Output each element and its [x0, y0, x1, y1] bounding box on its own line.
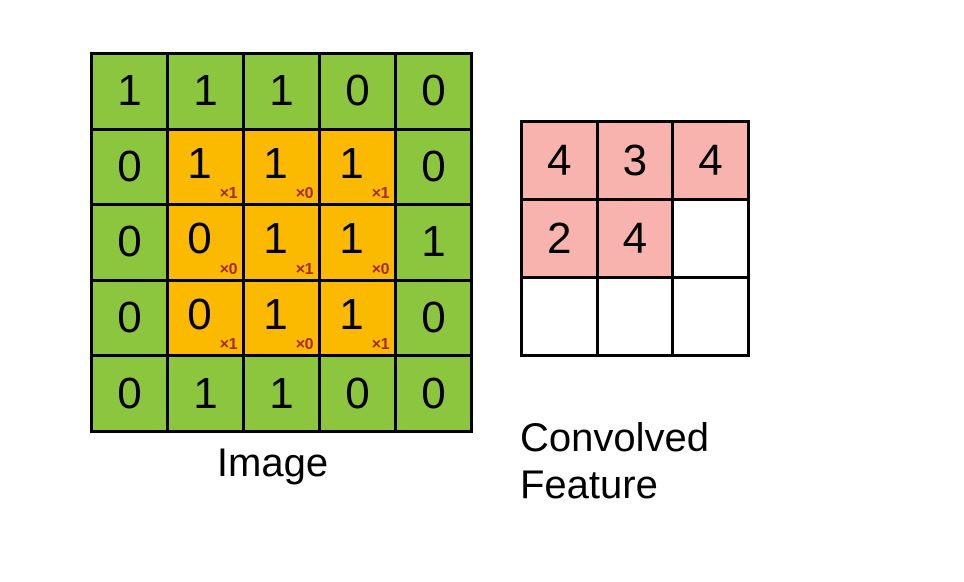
cell-value: 0: [187, 290, 212, 340]
image-cell-kernel: 0 ×1: [166, 278, 245, 358]
cell-value: 0: [345, 368, 370, 418]
cell-value: 0: [421, 293, 446, 343]
feature-value: 4: [622, 213, 648, 263]
kernel-multiplier: ×1: [295, 260, 314, 278]
feature-cell-filled: 3: [595, 120, 675, 201]
cell-value: 0: [187, 214, 212, 264]
cell-value: 1: [263, 138, 288, 188]
image-cell: 0: [90, 203, 169, 282]
cell-value: 1: [339, 290, 364, 340]
image-cell: 1: [166, 52, 245, 131]
feature-matrix-row: [520, 276, 750, 357]
feature-value: 2: [547, 213, 572, 263]
cell-value: 1: [421, 217, 446, 267]
feature-cell-empty: [520, 276, 599, 357]
cell-value: 1: [339, 214, 364, 264]
cell-value: 1: [187, 138, 212, 188]
feature-cell-empty: [595, 276, 675, 357]
cell-value: 1: [339, 138, 364, 188]
kernel-multiplier: ×1: [219, 336, 238, 354]
kernel-multiplier: ×1: [371, 336, 390, 354]
cell-value: 0: [421, 368, 446, 418]
feature-cell-filled: 4: [671, 120, 750, 201]
image-cell: 1: [90, 52, 169, 131]
cell-value: 0: [117, 368, 142, 418]
feature-value: 4: [698, 135, 723, 185]
cell-value: 1: [193, 368, 218, 418]
image-cell: 0: [394, 127, 473, 207]
kernel-multiplier: ×1: [371, 185, 390, 203]
kernel-multiplier: ×0: [295, 185, 314, 203]
image-caption: Image: [216, 441, 329, 485]
kernel-multiplier: ×0: [295, 336, 314, 354]
feature-cell-filled: 4: [595, 198, 675, 279]
feature-cell-filled: 2: [520, 198, 599, 279]
image-matrix-row: 0 1 1 0 0: [90, 354, 473, 433]
cell-value: 1: [117, 66, 142, 116]
image-cell: 1: [242, 354, 321, 433]
image-cell: 0: [90, 127, 169, 207]
image-cell: 0: [318, 52, 397, 131]
cell-value: 0: [345, 66, 370, 116]
kernel-multiplier: ×1: [219, 185, 238, 203]
image-cell-kernel: 1 ×1: [318, 278, 397, 358]
image-cell: 0: [90, 354, 169, 433]
image-cell: 0: [394, 52, 473, 131]
image-cell: 1: [394, 203, 473, 282]
kernel-multiplier: ×0: [371, 260, 390, 278]
feature-value: 3: [622, 135, 648, 185]
image-cell: 0: [90, 278, 169, 358]
image-matrix-row: 1 1 1 0 0: [90, 52, 473, 131]
feature-value: 4: [547, 135, 572, 185]
image-cell-kernel: 1 ×0: [242, 278, 321, 358]
cell-value: 1: [269, 368, 294, 418]
feature-cell-filled: 4: [520, 120, 599, 201]
convolved-feature-caption: Convolved Feature: [520, 416, 710, 508]
cell-value: 0: [421, 141, 446, 191]
image-cell: 1: [166, 354, 245, 433]
cell-value: 0: [117, 217, 142, 267]
cell-value: 1: [269, 66, 294, 116]
image-cell-kernel: 1 ×1: [166, 127, 245, 207]
image-cell: 0: [318, 354, 397, 433]
image-cell-kernel: 1 ×1: [242, 203, 321, 282]
image-cell: 0: [394, 354, 473, 433]
image-cell-kernel: 1 ×1: [318, 127, 397, 207]
image-cell: 0: [394, 278, 473, 358]
kernel-multiplier: ×0: [219, 260, 238, 278]
cell-value: 1: [263, 214, 288, 264]
image-cell-kernel: 1 ×0: [318, 203, 397, 282]
cell-value: 1: [193, 66, 218, 116]
image-cell-kernel: 0 ×0: [166, 203, 245, 282]
cell-value: 0: [117, 141, 142, 191]
feature-cell-empty: [671, 198, 750, 279]
image-cell-kernel: 1 ×0: [242, 127, 321, 207]
cell-value: 0: [421, 66, 446, 116]
cell-value: 0: [117, 293, 142, 343]
feature-cell-empty: [671, 276, 750, 357]
cell-value: 1: [263, 290, 288, 340]
image-cell: 1: [242, 52, 321, 131]
